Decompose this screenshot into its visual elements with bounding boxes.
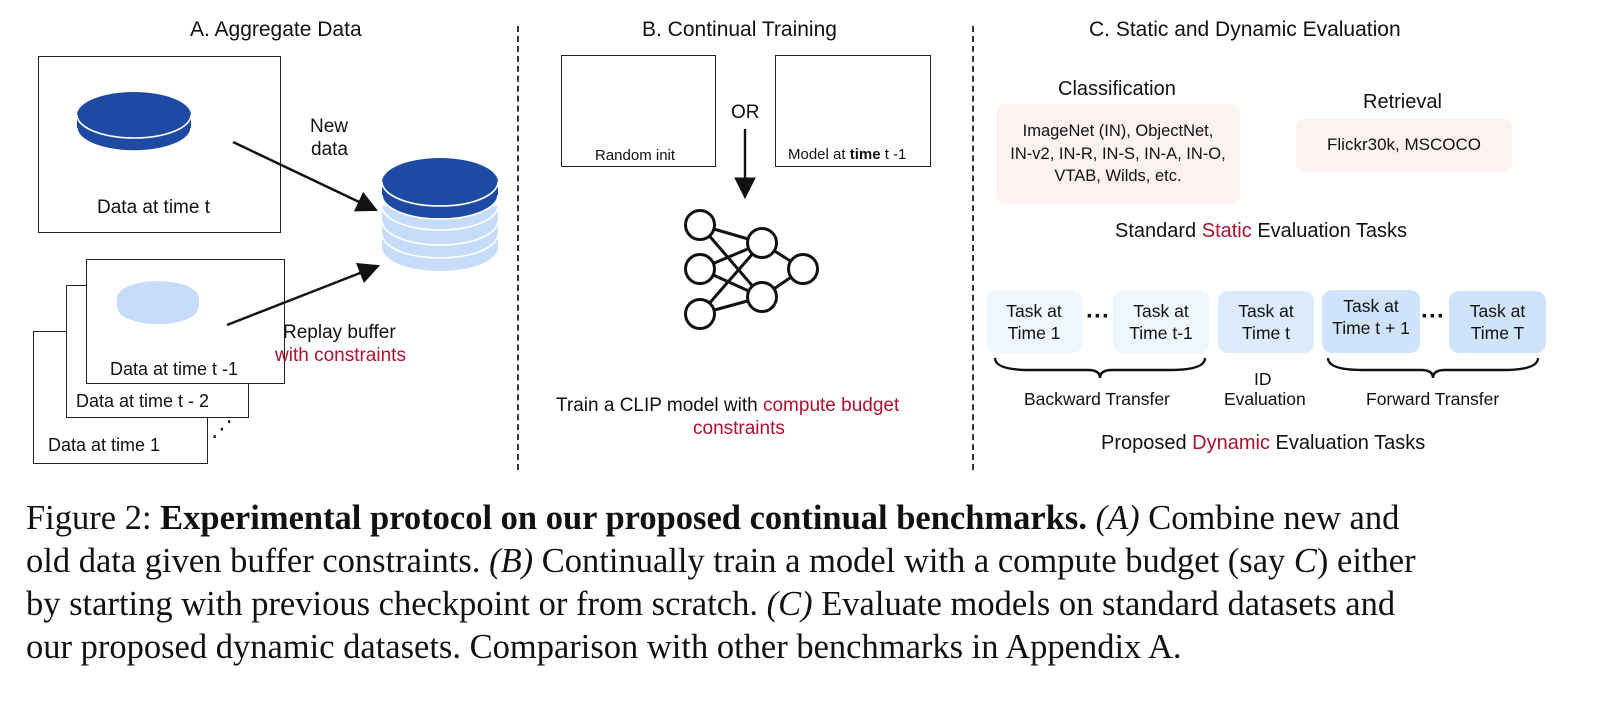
task-time-t: Task at Time t (1218, 291, 1314, 353)
task-time-t-minus-1-line-2: Time t-1 (1129, 323, 1193, 343)
data-time-t-minus-1-box (86, 259, 285, 384)
panel-a-title: A. Aggregate Data (190, 18, 362, 41)
data-time-t-minus-2-label: Data at time t - 2 (76, 391, 210, 411)
forward-transfer-label: Forward Transfer (1366, 389, 1500, 409)
panel-c-title: C. Static and Dynamic Evaluation (1089, 18, 1401, 41)
previous-model-label-bold: time (849, 146, 881, 163)
caption-b-text2: ) either (1316, 542, 1416, 580)
new-data-arrow (232, 140, 378, 212)
caption-c-var: C (1293, 542, 1317, 580)
classification-line-3: VTAB, Wilds, etc. (1054, 167, 1182, 186)
or-label: OR (731, 102, 760, 123)
dynamic-a: Proposed (1101, 432, 1193, 454)
caption-line2-a: old data given buffer constraints. (26, 542, 490, 580)
figure-caption-line-3: by starting with previous checkpoint or … (26, 583, 1606, 625)
static-tasks-label: Standard Static Evaluation Tasks (1115, 220, 1407, 243)
caption-c-tag: (C) (766, 585, 813, 623)
data-time-1-label: Data at time 1 (48, 435, 161, 455)
retrieval-datasets-box: Flickr30k, MSCOCO (1296, 118, 1512, 172)
classification-title: Classification (1058, 78, 1176, 100)
task-time-T-line-2: Time T (1470, 323, 1525, 343)
forward-transfer-brace (1326, 357, 1540, 379)
classification-datasets-box: ImageNet (IN), ObjectNet, IN-v2, IN-R, I… (996, 104, 1240, 204)
light-database-disk-icon (116, 281, 200, 326)
train-clip-text: Train a CLIP model with (556, 395, 763, 416)
replay-arrow (226, 263, 381, 327)
random-init-box (561, 55, 716, 167)
caption-a-text: Combine new and (1139, 499, 1400, 537)
dynamic-tasks-label: Proposed Dynamic Evaluation Tasks (1101, 432, 1425, 455)
previous-model-label-a: Model at (788, 146, 850, 163)
panel-b-title: B. Continual Training (642, 18, 837, 41)
new-data-label-2: data (311, 139, 348, 160)
task-time-1: Task at Time 1 (986, 291, 1082, 353)
figure-caption-line-4: our proposed dynamic datasets. Compariso… (26, 628, 1182, 666)
caption-line3-a: by starting with previous checkpoint or … (26, 585, 767, 623)
static-c: Evaluation Tasks (1251, 220, 1408, 242)
dark-database-disk-icon (76, 92, 192, 152)
replay-constraints-label: with constraints (275, 345, 406, 366)
caption-b-tag: (B) (489, 542, 534, 580)
backward-transfer-label: Backward Transfer (1024, 389, 1170, 409)
task-time-t-minus-1-line-1: Task at (1133, 301, 1189, 321)
caption-bold: Experimental protocol on our proposed co… (160, 499, 1087, 537)
task-time-t-line-2: Time t (1242, 323, 1290, 343)
stacked-database-icon (381, 158, 499, 271)
dynamic-c: Evaluation Tasks (1269, 432, 1426, 454)
task-time-t-plus-1-line-2: Time t + 1 (1332, 318, 1410, 338)
data-time-t-label: Data at time t (97, 197, 210, 218)
static-a: Standard (1115, 220, 1202, 242)
static-b: Static (1201, 220, 1252, 242)
previous-model-box (775, 55, 931, 167)
clip-model-network-icon (684, 209, 819, 330)
caption-c-text: Evaluate models on standard datasets and (812, 585, 1396, 623)
separator-a-b (517, 26, 519, 470)
task-time-t-minus-1: Task at Time t-1 (1113, 291, 1209, 353)
figure-caption-line-2: old data given buffer constraints. (B) C… (26, 540, 1606, 582)
replay-buffer-label: Replay buffer (283, 322, 396, 343)
retrieval-datasets-text: Flickr30k, MSCOCO (1327, 135, 1481, 154)
previous-model-label: Model at time t -1 (788, 146, 906, 163)
backward-transfer-brace (993, 357, 1207, 379)
backward-dots: ··· (1086, 303, 1110, 330)
task-time-T: Task at Time T (1449, 291, 1546, 353)
task-time-t-plus-1: Task at Time t + 1 (1322, 290, 1420, 353)
task-time-1-line-1: Task at (1006, 301, 1062, 321)
caption-label: Figure 2: (26, 499, 161, 537)
caption-a-tag: (A) (1095, 499, 1140, 537)
figure-caption-line-1: Figure 2: Experimental protocol on our p… (26, 497, 1606, 539)
compute-budget-text: compute budget (762, 395, 900, 416)
task-time-1-line-2: Time 1 (1007, 323, 1061, 343)
id-evaluation-label: Evaluation (1224, 389, 1306, 409)
ellipsis-diagonal: ⋰ (211, 416, 233, 441)
id-label: ID (1254, 369, 1272, 389)
task-time-t-plus-1-line-1: Task at (1343, 296, 1399, 316)
task-time-t-line-1: Task at (1238, 301, 1294, 321)
previous-model-label-c: t -1 (880, 146, 907, 163)
classification-line-1: ImageNet (IN), ObjectNet, (1022, 122, 1214, 141)
separator-b-c (972, 26, 974, 470)
train-clip-line-1: Train a CLIP model with compute budget (556, 395, 899, 417)
caption-b-text: Continually train a model with a compute… (533, 542, 1294, 580)
train-clip-line-2: constraints (693, 418, 785, 439)
data-time-t-minus-1-label: Data at time t -1 (110, 359, 239, 379)
random-init-label: Random init (595, 147, 676, 164)
retrieval-title: Retrieval (1363, 91, 1442, 113)
classification-line-2: IN-v2, IN-R, IN-S, IN-A, IN-O, (1010, 144, 1226, 163)
new-data-label-1: New (310, 116, 349, 137)
task-time-T-line-1: Task at (1469, 301, 1526, 321)
forward-dots: ··· (1421, 303, 1445, 330)
dynamic-b: Dynamic (1192, 432, 1270, 454)
